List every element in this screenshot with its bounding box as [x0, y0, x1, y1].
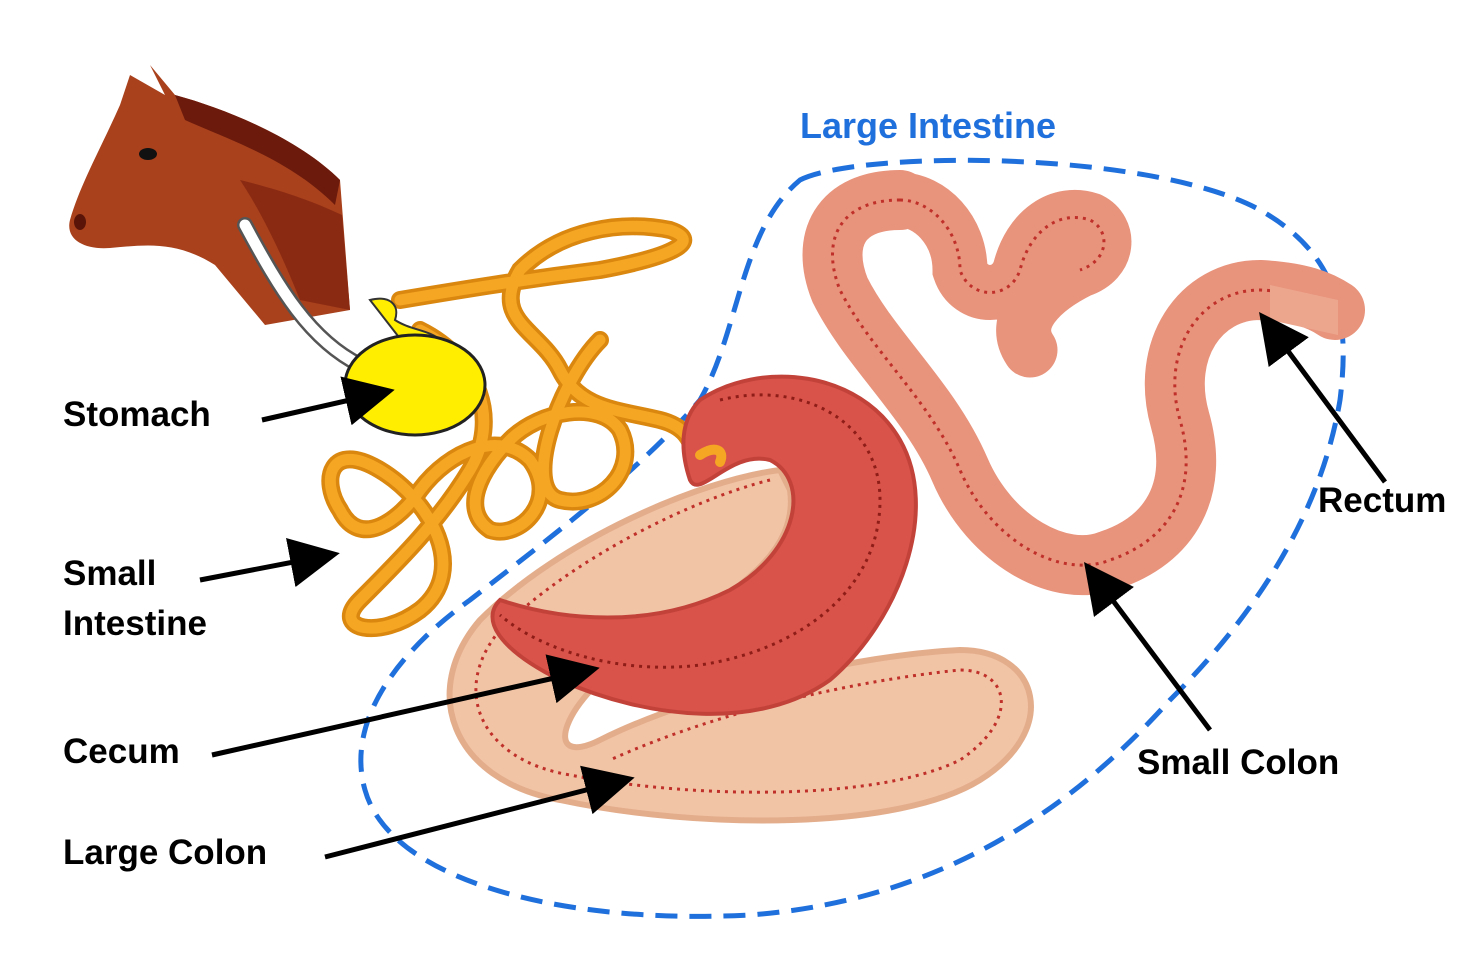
- small-colon-arrow: [1084, 562, 1212, 732]
- small-intestine-arrow: [199, 538, 340, 588]
- cecum: [490, 374, 918, 716]
- stomach-arrow: [261, 376, 395, 426]
- small-intestine: [321, 217, 709, 638]
- large-intestine-label: Large Intestine: [800, 105, 1057, 146]
- small-intestine-label-line2: Intestine: [63, 604, 207, 643]
- rectum-arrow: [1259, 311, 1388, 484]
- label-arrows: [199, 311, 1388, 860]
- rectum-label: Rectum: [1318, 481, 1447, 520]
- large-colon-arrow: [324, 765, 635, 860]
- large-colon-label: Large Colon: [63, 833, 268, 872]
- cecum-label: Cecum: [63, 732, 180, 771]
- stomach: [343, 297, 487, 437]
- cecum-arrow: [211, 654, 600, 758]
- small-colon-label: Small Colon: [1137, 743, 1340, 782]
- stomach-label: Stomach: [63, 395, 211, 434]
- horse-head-icon: [69, 65, 350, 325]
- small-intestine-label-line1: Small: [63, 554, 157, 593]
